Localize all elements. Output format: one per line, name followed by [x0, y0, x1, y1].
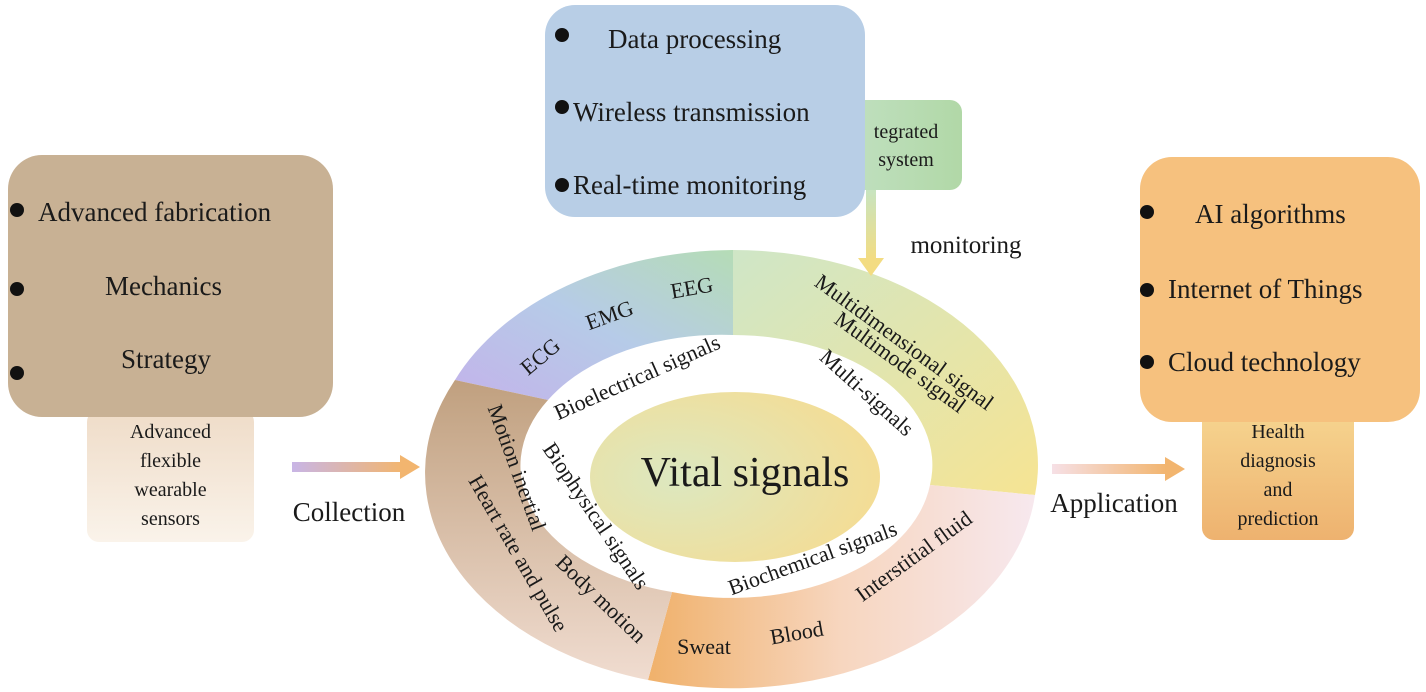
- left-sub-line-3: wearable: [134, 479, 207, 501]
- arrow-label-monitoring: monitoring: [910, 232, 1022, 259]
- top-item-data-processing: Data processing: [608, 24, 782, 54]
- right-sub-line-1: Health: [1251, 421, 1305, 443]
- right-sub-box: [1202, 410, 1354, 540]
- left-item-mechanics: Mechanics: [105, 271, 222, 301]
- center-ellipse: [590, 392, 880, 562]
- arrow-monitoring: [858, 190, 884, 276]
- top-sub-line-2: system: [878, 149, 934, 171]
- bullet-dot-icon: [10, 282, 24, 296]
- ring-segment-bioelectrical: [455, 250, 733, 400]
- right-sub-line-2: diagnosis: [1240, 450, 1316, 472]
- right-item-iot: Internet of Things: [1168, 274, 1363, 304]
- top-item-wireless: Wireless transmission: [573, 97, 810, 127]
- right-sub-text: Health diagnosis and prediction: [1202, 418, 1354, 534]
- left-main-box: [8, 155, 333, 417]
- arrow-collection: [292, 455, 420, 479]
- center-title: Vital signals: [641, 450, 850, 496]
- bullet-dot-icon: [1140, 205, 1154, 219]
- top-item-realtime: Real-time monitoring: [573, 170, 807, 200]
- ring-segment-biophysical: [425, 380, 672, 680]
- bullet-dot-icon: [10, 203, 24, 217]
- ring-segment-biochemical: [648, 485, 1035, 689]
- arrow-label-collection: Collection: [293, 497, 406, 527]
- label-sweat: Sweat: [677, 634, 731, 659]
- right-item-cloud: Cloud technology: [1168, 347, 1361, 377]
- arrow-application: [1052, 457, 1185, 481]
- bullet-dot-icon: [555, 178, 569, 192]
- bullet-dot-icon: [555, 100, 569, 114]
- bullet-dot-icon: [1140, 355, 1154, 369]
- top-sub-line-1: tegrated: [873, 121, 939, 143]
- top-main-box: [545, 5, 865, 217]
- right-sub-line-3: and: [1263, 479, 1293, 501]
- ring-segment-multi: [733, 250, 1038, 495]
- right-item-ai: AI algorithms: [1195, 199, 1346, 229]
- arrow-label-application: Application: [1050, 488, 1178, 518]
- bullet-dot-icon: [555, 28, 569, 42]
- left-sub-line-2: flexible: [139, 450, 202, 472]
- right-sub-line-4: prediction: [1237, 508, 1319, 530]
- left-sub-text: Advanced flexible wearable sensors: [87, 418, 254, 534]
- right-main-box: [1140, 157, 1420, 422]
- left-sub-line-4: sensors: [141, 508, 200, 530]
- top-sub-text: tegrated system: [856, 118, 956, 174]
- bullet-dot-icon: [1140, 283, 1154, 297]
- ring: [425, 250, 1038, 689]
- left-item-fabrication: Advanced fabrication: [38, 197, 272, 227]
- left-sub-line-1: Advanced: [129, 421, 212, 443]
- left-sub-box: [87, 410, 254, 542]
- left-item-strategy: Strategy: [121, 344, 211, 374]
- bullet-dot-icon: [10, 366, 24, 380]
